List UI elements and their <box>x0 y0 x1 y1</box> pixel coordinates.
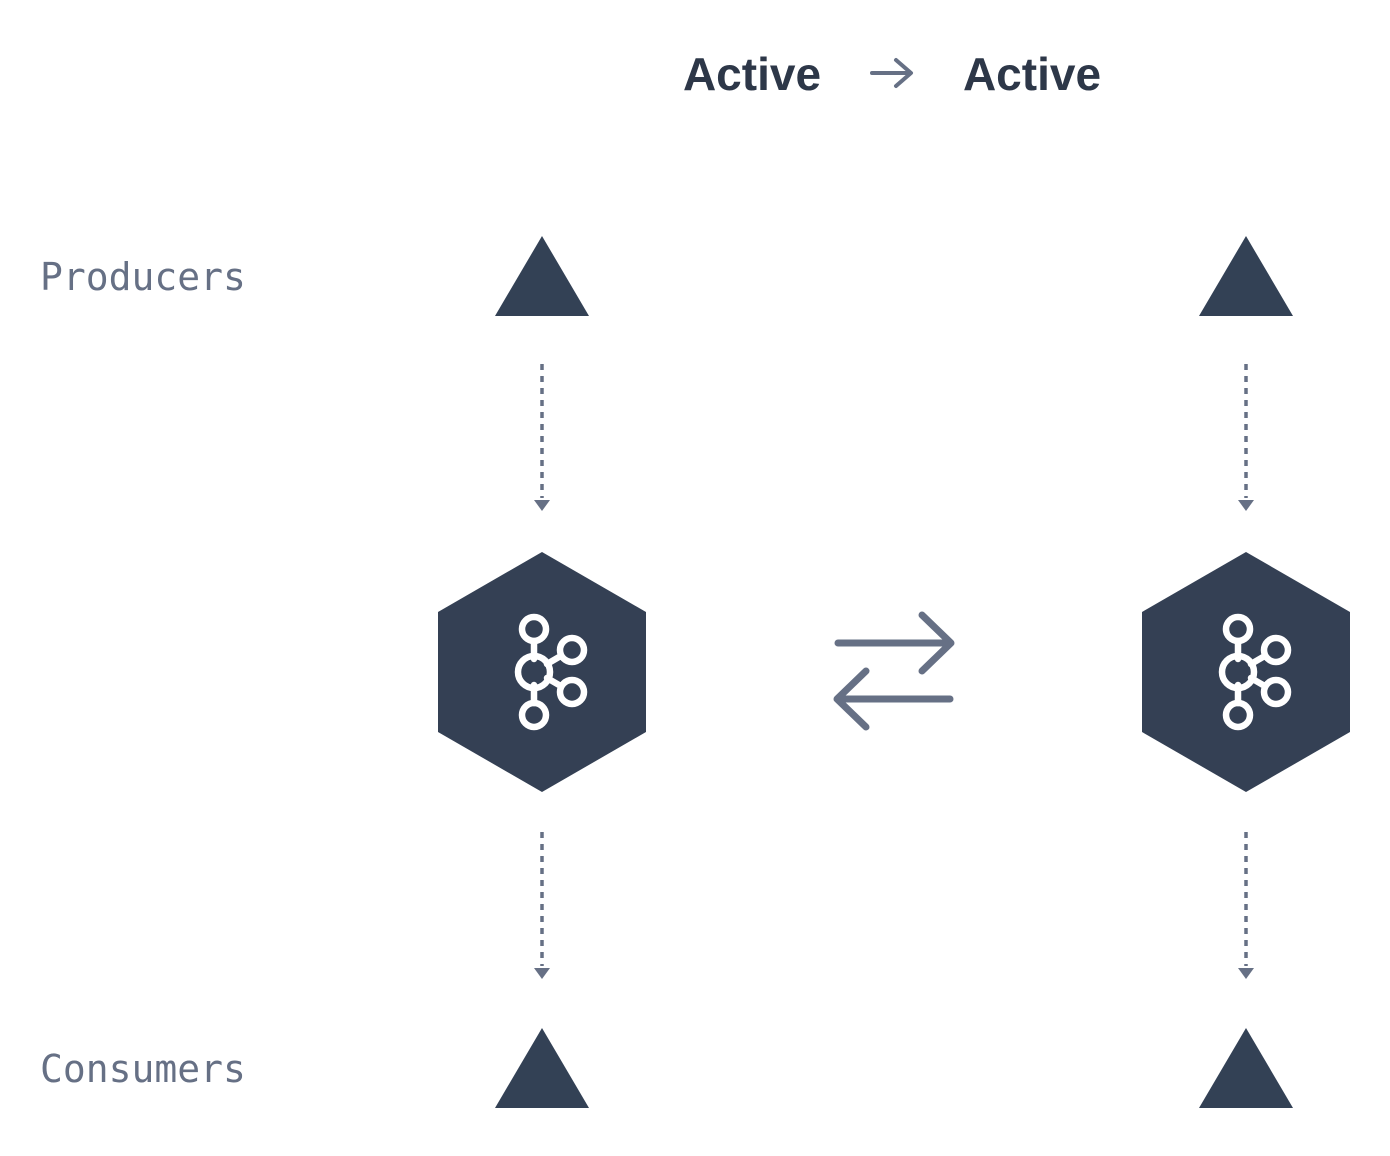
consumer-left-icon <box>495 1028 589 1108</box>
kafka-logo-icon <box>1218 613 1292 731</box>
producer-left-icon <box>495 236 589 316</box>
header-left-label: Active <box>683 48 821 100</box>
flow-arrow-right-bottom <box>1238 832 1254 979</box>
diagram-header: Active Active <box>683 48 1101 100</box>
kafka-cluster-right <box>1142 552 1350 792</box>
kafka-logo-icon <box>514 613 588 731</box>
kafka-cluster-icon <box>438 552 646 792</box>
producer-right-icon <box>1199 236 1293 316</box>
consumer-right-icon <box>1199 1028 1293 1108</box>
consumers-label: Consumers <box>40 1047 246 1091</box>
flow-arrow-left-bottom <box>534 832 550 979</box>
flow-arrow-right-top <box>1238 364 1254 511</box>
arrow-right-icon <box>870 58 913 88</box>
header-right-label: Active <box>963 48 1101 100</box>
flow-arrow-left-top <box>534 364 550 511</box>
kafka-cluster-left <box>438 552 646 792</box>
producers-label: Producers <box>40 255 246 299</box>
bidirectional-arrows-icon <box>833 611 955 731</box>
kafka-cluster-icon <box>1142 552 1350 792</box>
